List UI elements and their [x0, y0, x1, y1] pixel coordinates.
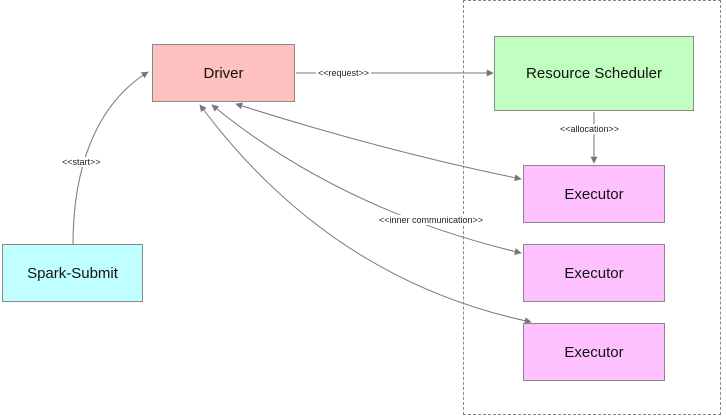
driver-label: Driver: [203, 64, 244, 82]
driver-node[interactable]: Driver: [152, 44, 295, 102]
executor-label-3: Executor: [564, 343, 624, 361]
edge-start: [72, 71, 149, 245]
spark-submit-node[interactable]: Spark-Submit: [2, 244, 143, 302]
edge-label-request: <<request>>: [316, 68, 372, 78]
edge-label-allocation: <<allocation>>: [558, 124, 622, 134]
edge-label-start: <<start>>: [60, 157, 103, 167]
executor-node-2[interactable]: Executor: [523, 244, 665, 302]
resource-scheduler-label: Resource Scheduler: [526, 65, 662, 82]
executor-node-3[interactable]: Executor: [523, 323, 665, 381]
edge-driver-executor3: [199, 104, 532, 325]
edge-label-inner-communication: <<inner communication>>: [377, 215, 486, 225]
executor-label-1: Executor: [564, 185, 624, 203]
executor-label-2: Executor: [564, 264, 624, 282]
spark-submit-label: Spark-Submit: [27, 264, 118, 282]
executor-node-1[interactable]: Executor: [523, 165, 665, 223]
resource-scheduler-node[interactable]: Resource Scheduler: [494, 36, 694, 111]
edge-driver-executor2: [211, 104, 522, 255]
edge-driver-executor1: [235, 102, 522, 182]
